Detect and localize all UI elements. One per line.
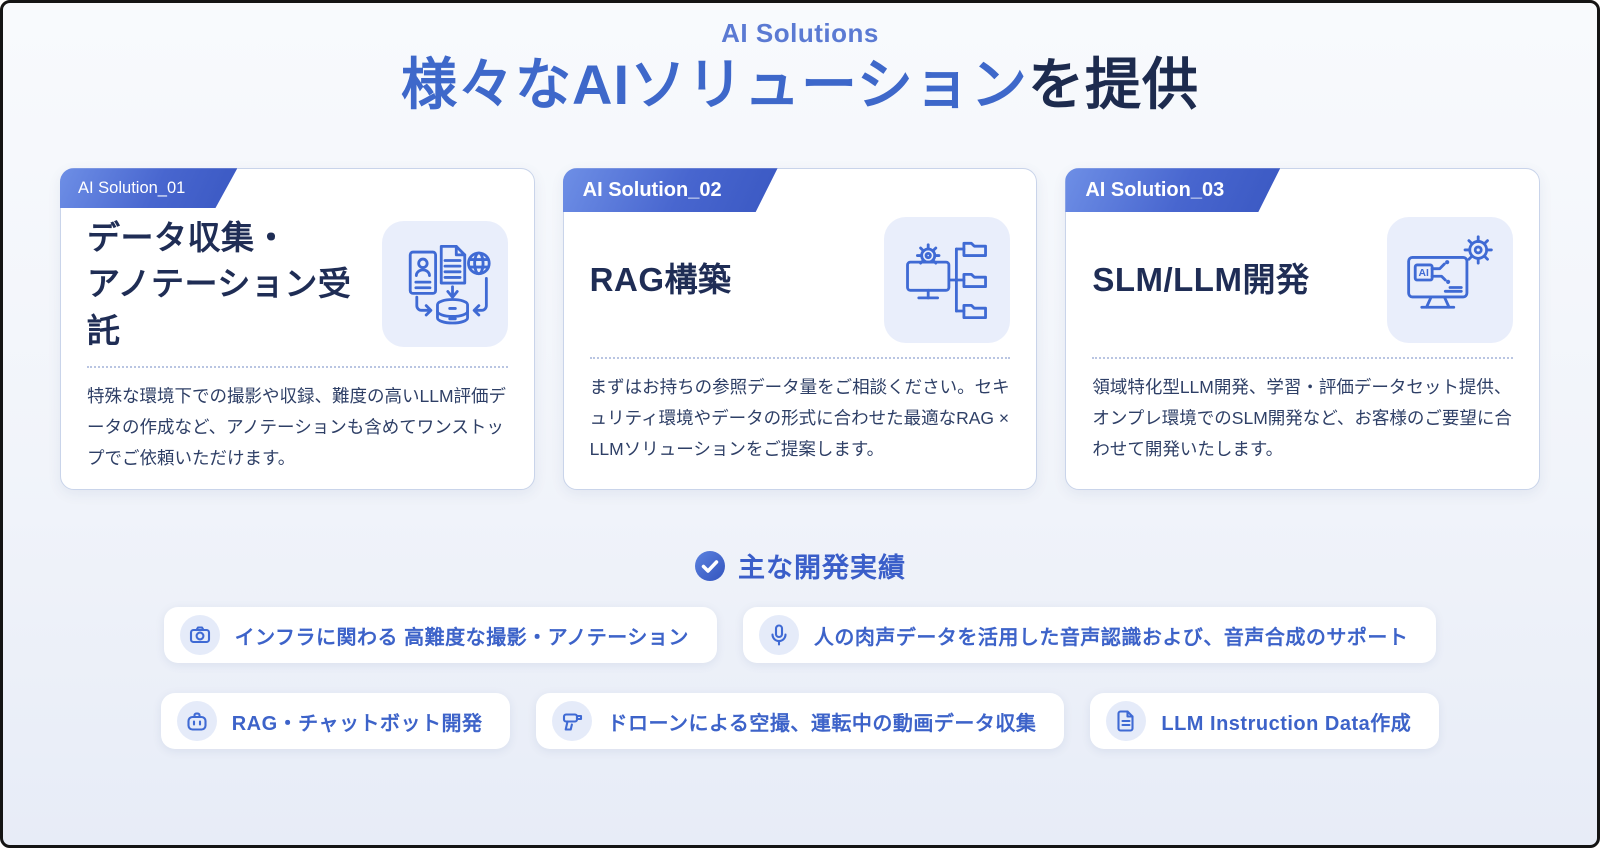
page-title-highlight: 様々なAIソリューション <box>401 53 1028 116</box>
svg-text:AI: AI <box>1418 268 1428 279</box>
document-icon <box>1106 701 1147 742</box>
card-badge: AI Solution_03 <box>1065 168 1280 212</box>
camera-icon <box>179 615 220 656</box>
achievement-pill: LLM Instruction Data作成 <box>1090 693 1440 750</box>
card-description: 領域特化型LLM開発、学習・評価データセット提供、オンプレ環境でのSLM開発など… <box>1092 377 1512 460</box>
card-body: データ収集・ アノテーション受託 <box>61 215 534 354</box>
rag-icon <box>906 242 988 320</box>
page-header: AI Solutions 様々なAIソリューションを提供 <box>3 3 1597 118</box>
achievement-pill: ドローンによる空撮、運転中の動画データ収集 <box>536 693 1065 750</box>
achievement-label: LLM Instruction Data作成 <box>1161 712 1412 735</box>
card-title-line: RAG構築 <box>589 261 732 299</box>
dotted-divider <box>1092 357 1513 360</box>
card-body: SLM/LLM開発 AI <box>1066 215 1539 345</box>
achievement-label: ドローンによる空撮、運転中の動画データ収集 <box>607 712 1037 735</box>
dotted-divider <box>87 365 508 368</box>
card-title-line: SLM/LLM開発 <box>1092 261 1310 299</box>
achievement-pill: RAG・チャットボット開発 <box>160 693 511 750</box>
achievements-row-2: RAG・チャットボット開発 ドローンによる空撮、運転中の動画データ収集 <box>3 693 1597 750</box>
solution-card-3: AI Solution_03 SLM/LLM開発 AI <box>1065 168 1540 491</box>
data-collection-icon <box>408 245 491 325</box>
card-description: まずはお持ちの参照データ量をご相談ください。セキュリティ環境やデータの形式に合わ… <box>589 377 1010 460</box>
achievement-pill: 人の肉声データを活用した音声認識および、音声合成のサポート <box>742 607 1437 664</box>
chatbot-icon <box>176 701 217 742</box>
card-icon-box <box>884 217 1011 344</box>
page-title: 様々なAIソリューションを提供 <box>3 51 1597 118</box>
check-circle-icon <box>695 550 725 581</box>
microphone-icon <box>758 615 799 656</box>
card-title-line: データ収集・ <box>87 219 288 257</box>
card-badge: AI Solution_02 <box>563 168 778 212</box>
dotted-divider <box>589 357 1011 360</box>
card-body: RAG構築 <box>564 215 1037 345</box>
card-description: 特殊な環境下での撮影や収録、難度の高いLLM評価データの作成など、アノテーション… <box>87 385 507 469</box>
card-title-line: アノテーション受託 <box>87 265 352 349</box>
section-eyebrow: AI Solutions <box>721 18 879 48</box>
achievement-pill: インフラに関わる 高難度な撮影・アノテーション <box>163 607 717 664</box>
card-icon-box <box>381 221 508 348</box>
achievement-label: 人の肉声データを活用した音声認識および、音声合成のサポート <box>813 626 1409 649</box>
achievements-heading: 主な開発実績 <box>3 546 1597 585</box>
achievement-label: RAG・チャットボット開発 <box>231 712 483 735</box>
achievements-title: 主な開発実績 <box>738 553 906 584</box>
card-title: SLM/LLM開発 <box>1092 257 1309 303</box>
card-title: RAG構築 <box>590 257 732 303</box>
solution-cards: AI Solution_01 データ収集・ アノテーション受託 <box>60 168 1540 491</box>
solution-card-2: AI Solution_02 RAG構築 <box>562 168 1038 491</box>
page-title-rest: を提供 <box>1027 53 1199 116</box>
achievements-row-1: インフラに関わる 高難度な撮影・アノテーション 人の肉声データを活用した音声認識… <box>3 607 1597 664</box>
achievement-label: インフラに関わる 高難度な撮影・アノテーション <box>234 626 689 649</box>
solution-card-1: AI Solution_01 データ収集・ アノテーション受託 <box>60 168 535 491</box>
slm-llm-icon: AI <box>1407 235 1493 309</box>
card-badge: AI Solution_01 <box>60 168 237 208</box>
card-title: データ収集・ アノテーション受託 <box>87 215 382 354</box>
drone-icon <box>552 701 593 742</box>
card-icon-box: AI <box>1386 217 1513 344</box>
